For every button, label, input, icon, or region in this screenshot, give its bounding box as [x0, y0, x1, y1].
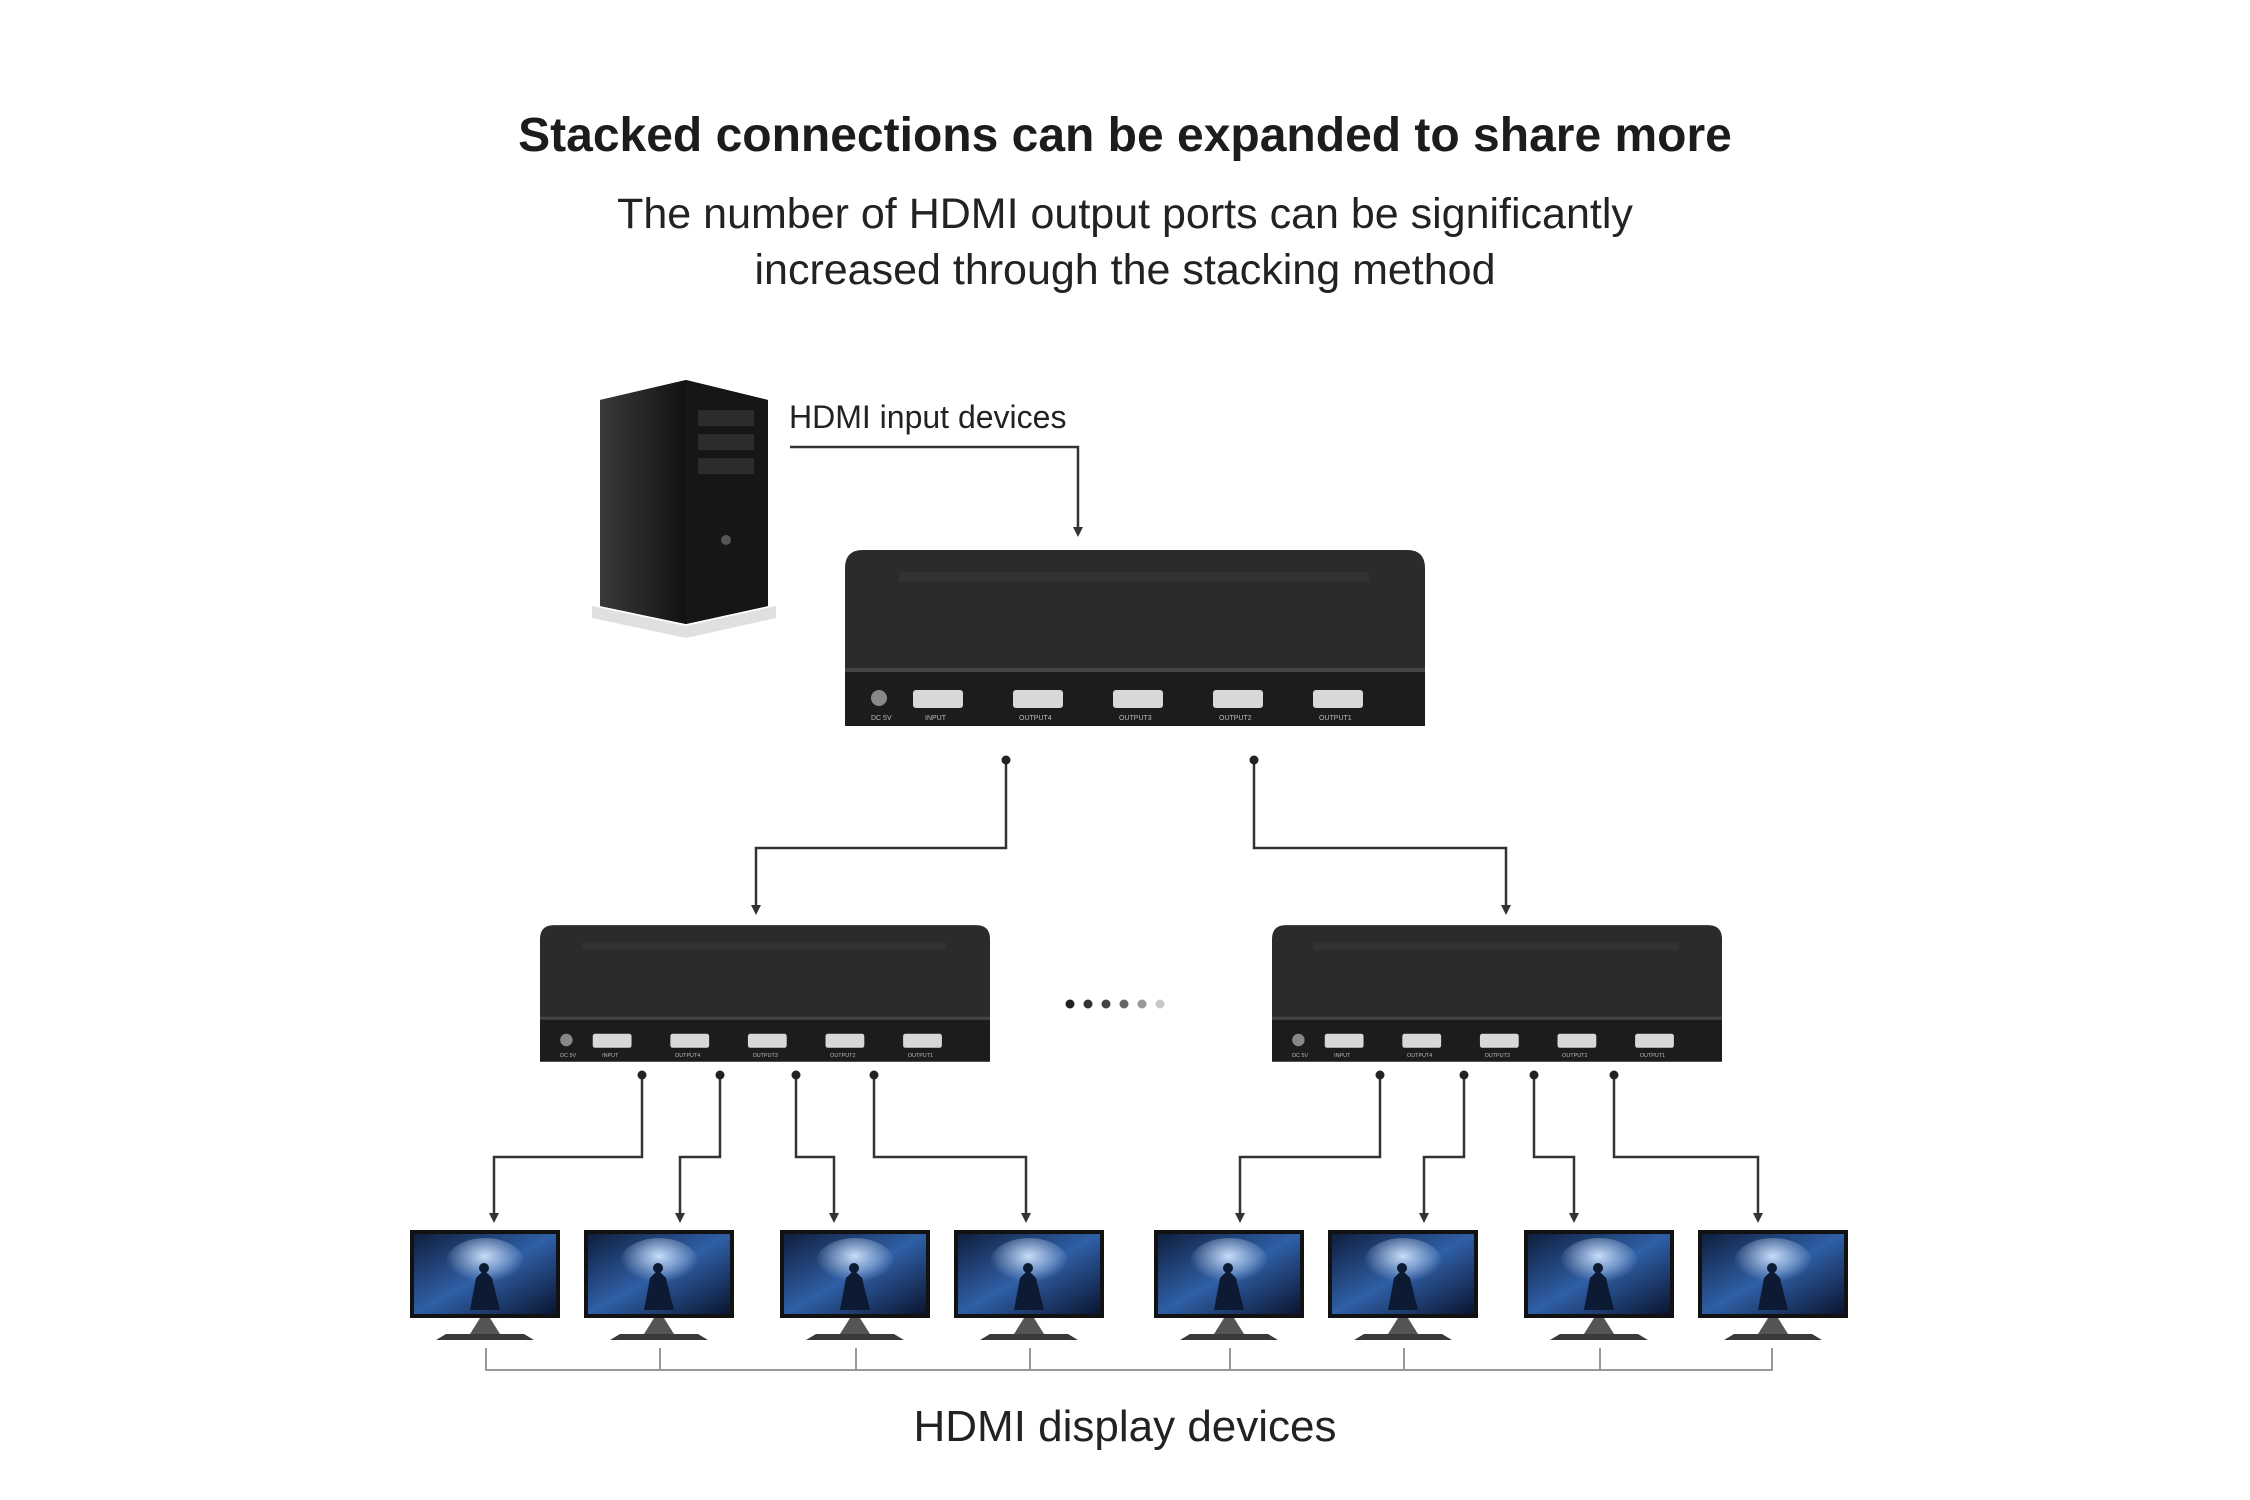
arrow-to-monitor-6 [1419, 1075, 1466, 1223]
arrow-to-monitor-7 [1532, 1075, 1579, 1223]
subtitle-line-2: increased through the stacking method [754, 246, 1496, 294]
hdmi-splitter-right [1272, 925, 1722, 1062]
arrow-to-monitor-3 [794, 1075, 839, 1223]
computer-tower-icon [592, 380, 776, 638]
monitor-6-icon [1328, 1230, 1478, 1340]
monitor-7-icon [1524, 1230, 1674, 1340]
arrow-to-monitor-5 [1235, 1075, 1382, 1223]
monitor-1-icon [410, 1230, 560, 1340]
arrow-to-left-splitter [751, 760, 1008, 915]
arrow-to-monitor-1 [489, 1075, 644, 1223]
monitor-4-icon [954, 1230, 1104, 1340]
input-arrow [790, 445, 1083, 537]
page-title: Stacked connections can be expanded to s… [518, 109, 1732, 162]
input-devices-label: HDMI input devices [789, 399, 1067, 435]
arrow-to-monitor-4 [872, 1075, 1031, 1223]
monitor-3-icon [780, 1230, 930, 1340]
monitor-2-icon [584, 1230, 734, 1340]
hdmi-splitter-main [845, 550, 1425, 726]
display-bracket [485, 1348, 1773, 1371]
monitor-8-icon [1698, 1230, 1848, 1340]
ellipsis-dots-icon [1065, 999, 1165, 1009]
hdmi-splitter-left [540, 925, 990, 1062]
monitor-5-icon [1154, 1230, 1304, 1340]
display-devices-label: HDMI display devices [913, 1402, 1337, 1451]
arrow-to-monitor-2 [675, 1075, 722, 1223]
arrow-to-monitor-8 [1612, 1075, 1763, 1223]
subtitle-line-1: The number of HDMI output ports can be s… [617, 190, 1633, 238]
arrow-to-right-splitter [1252, 760, 1511, 915]
